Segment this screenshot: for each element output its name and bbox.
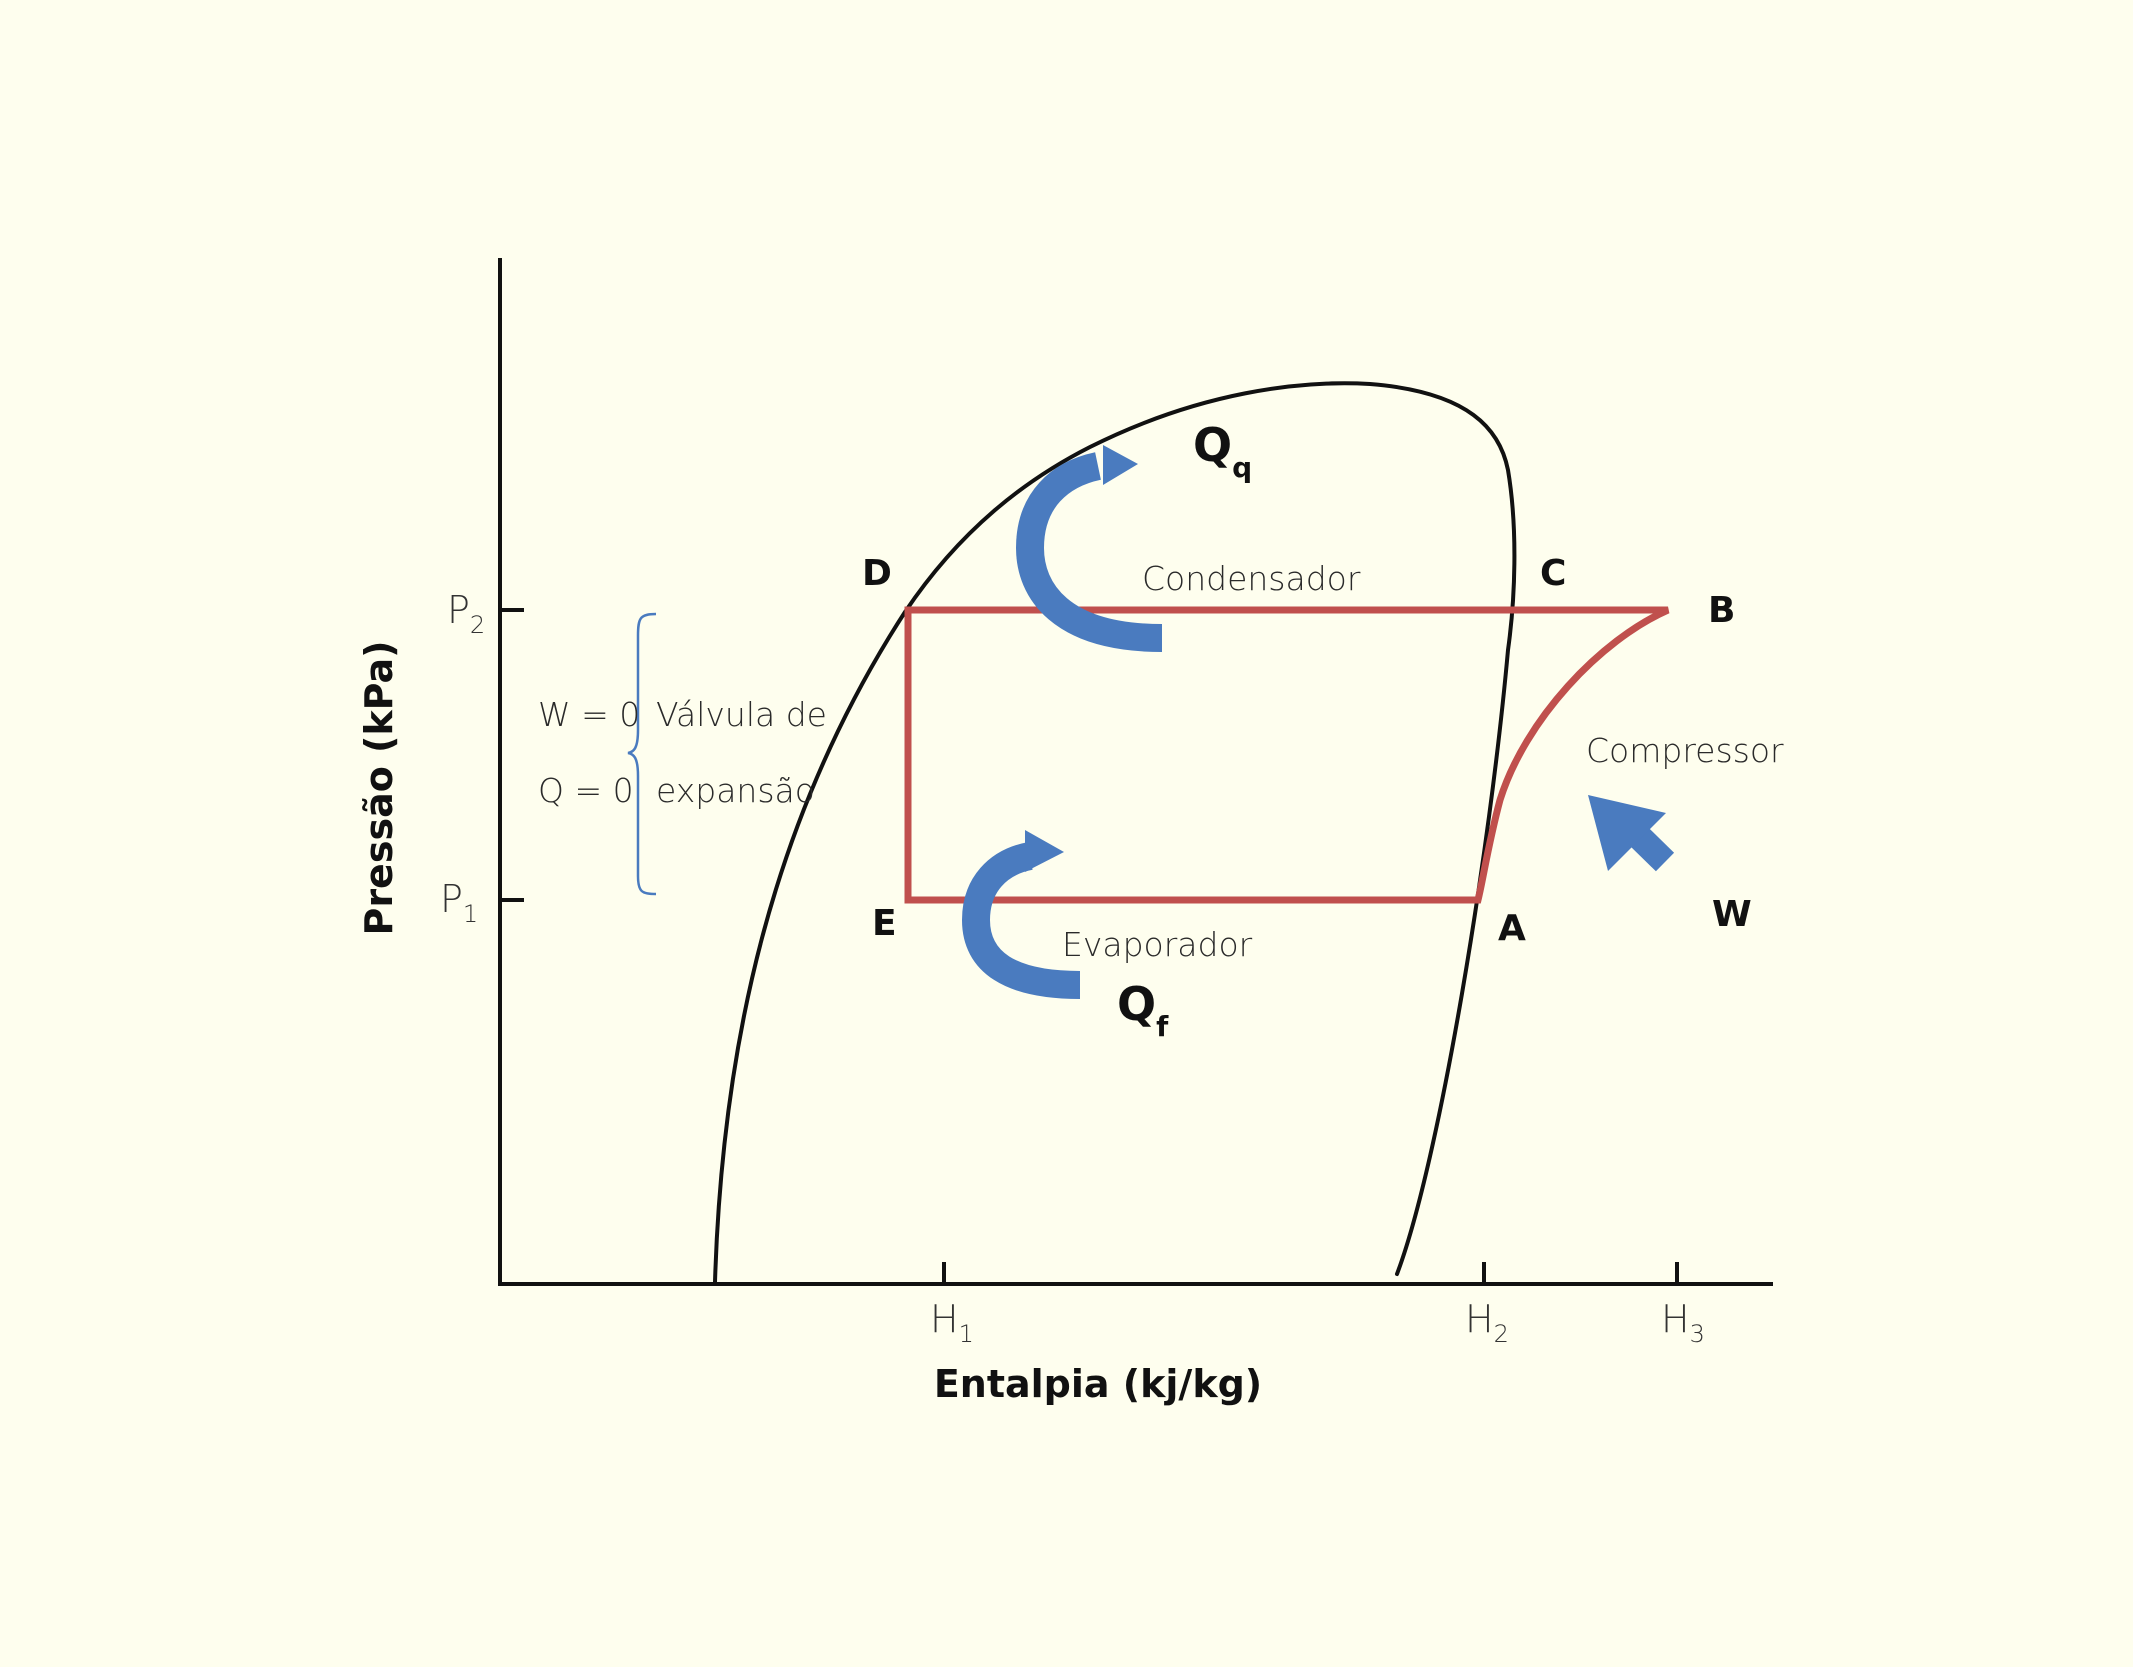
point-label-a: A <box>1498 908 1526 949</box>
y-tick-label-p2: P2 <box>447 588 485 639</box>
saturation-dome-curve <box>713 381 1517 1284</box>
y-axis-title: Pressão (kPa) <box>357 640 401 935</box>
condenser-heat-arrowhead-icon <box>1103 445 1138 485</box>
evaporator-heat-arrowhead-icon <box>1025 830 1064 872</box>
x-tick-label-h1: H1 <box>930 1297 974 1348</box>
work-arrowhead-icon <box>1588 795 1666 871</box>
compressor-label: Compressor <box>1586 731 1784 770</box>
heat-label-qq: Qq <box>1193 418 1252 484</box>
work-label: W <box>1712 894 1752 935</box>
valve-w-equation: W = 0 <box>538 695 640 734</box>
valve-label-line2: expansão <box>656 771 815 810</box>
x-tick-label-h2: H2 <box>1465 1297 1509 1348</box>
x-tick-label-h3: H3 <box>1661 1297 1705 1348</box>
point-label-b: B <box>1708 590 1735 631</box>
heat-label-qf: Qf <box>1117 977 1169 1043</box>
evaporador-label: Evaporador <box>1062 925 1253 964</box>
valve-label-line1: Válvula de <box>656 695 827 734</box>
valve-q-equation: Q = 0 <box>538 771 634 810</box>
point-label-e: E <box>872 903 897 944</box>
evaporator-heat-arrow-icon <box>961 842 1081 999</box>
point-label-d: D <box>862 553 892 594</box>
y-tick-label-p1: P1 <box>440 877 478 928</box>
refrigeration-cycle-path <box>904 606 1670 904</box>
condenser-heat-arrow-icon <box>1015 452 1163 652</box>
x-axis-title: Entalpia (kj/kg) <box>934 1362 1262 1406</box>
point-label-c: C <box>1540 553 1566 594</box>
expansion-valve-brace <box>627 612 657 896</box>
condensador-label: Condensador <box>1142 559 1361 598</box>
